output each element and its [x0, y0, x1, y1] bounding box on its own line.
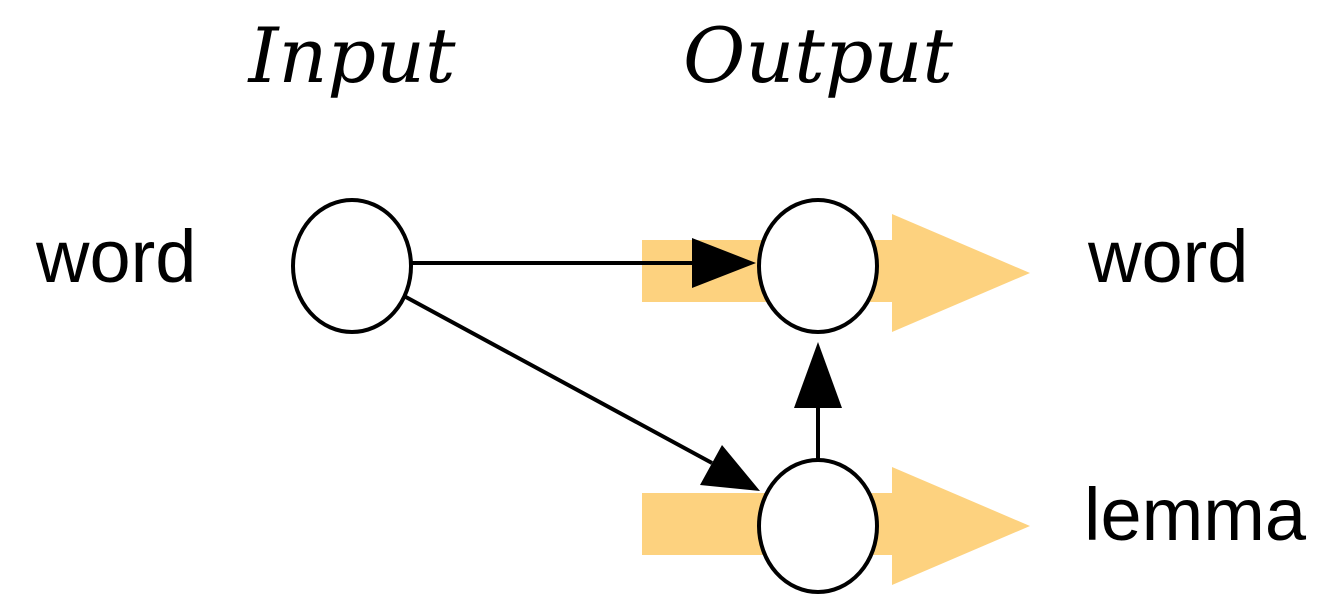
output-lemma-label: lemma	[1084, 473, 1307, 556]
output-heading: Output	[683, 11, 953, 100]
input-word-label: word	[35, 215, 196, 298]
nodes	[291, 198, 879, 594]
arrowhead-lemma-to-word	[794, 342, 842, 408]
output-word-node	[757, 198, 879, 334]
edge-input-to-output-lemma	[403, 294, 713, 465]
output-lemma-node	[757, 458, 879, 594]
arrowhead-output-lemma	[700, 445, 760, 491]
output-word-highlight-head	[892, 214, 1030, 332]
edges	[403, 238, 842, 491]
input-heading: Input	[246, 11, 456, 100]
arrowhead-output-word	[692, 238, 756, 288]
output-lemma-highlight-head	[892, 467, 1030, 585]
output-word-label: word	[1087, 215, 1248, 298]
input-word-node	[291, 198, 413, 334]
